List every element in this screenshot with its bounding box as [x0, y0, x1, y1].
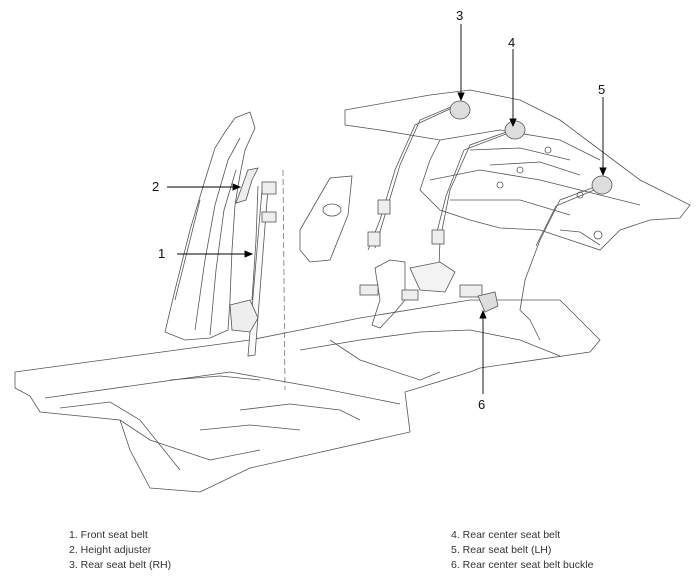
callout-5: 5: [598, 82, 606, 97]
legend-item-rear-seat-belt-lh: 5. Rear seat belt (LH): [451, 544, 552, 556]
height-adjuster: [235, 167, 259, 204]
floor-pan: [14, 299, 601, 493]
legend-item-rear-seat-belt-rh: 3. Rear seat belt (RH): [69, 559, 172, 571]
callout-1: 1: [158, 246, 166, 261]
seat-belt-layout-diagram: [14, 24, 691, 493]
legend-item-height-adjuster: 2. Height adjuster: [69, 544, 152, 556]
b-pillar-panel: [164, 111, 256, 341]
callout-3: 3: [456, 8, 464, 23]
rear-center-seat-belt: [437, 129, 513, 293]
legend-column-right: 4. Rear center seat belt 5. Rear seat be…: [451, 528, 593, 573]
callout-4: 4: [508, 35, 516, 50]
legend-item-rear-center-seat-belt: 4. Rear center seat belt: [451, 529, 561, 541]
legend-item-front-seat-belt: 1. Front seat belt: [69, 529, 148, 541]
legend-column-left: 1. Front seat belt 2. Height adjuster 3.…: [69, 528, 171, 573]
rear-center-buckle: [477, 291, 499, 313]
rear-seat-belt-lh: [519, 184, 601, 341]
callout-2: 2: [152, 179, 160, 194]
legend-item-rear-center-buckle: 6. Rear center seat belt buckle: [451, 559, 594, 571]
rear-shelf: [344, 89, 691, 251]
callout-6: 6: [478, 397, 486, 412]
rear-seat-belt-rh: [374, 103, 459, 249]
parts-legend: 1. Front seat belt 2. Height adjuster 3.…: [0, 528, 698, 585]
